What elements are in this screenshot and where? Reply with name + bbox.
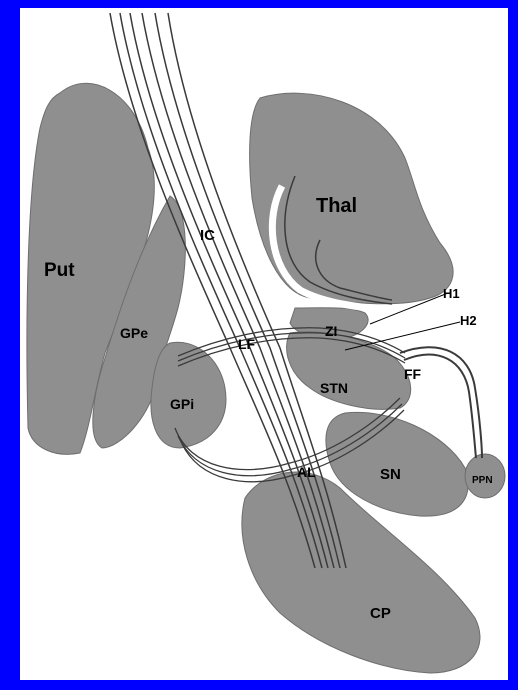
label-al: AL bbox=[297, 464, 316, 480]
label-sn: SN bbox=[380, 466, 401, 483]
label-cp: CP bbox=[370, 605, 391, 622]
diagram-canvas: Put GPe GPi IC Thal LF ZI STN FF H1 H2 A… bbox=[20, 8, 508, 680]
label-lf: LF bbox=[238, 336, 256, 352]
label-h2: H2 bbox=[460, 313, 477, 328]
label-stn: STN bbox=[320, 380, 348, 396]
label-zi: ZI bbox=[325, 323, 337, 339]
label-gpe: GPe bbox=[120, 325, 148, 341]
label-ff: FF bbox=[404, 366, 422, 382]
label-ic: IC bbox=[200, 227, 215, 244]
label-ppn: PPN bbox=[472, 475, 493, 486]
label-thal: Thal bbox=[316, 195, 357, 217]
label-gpi: GPi bbox=[170, 396, 194, 412]
basal-ganglia-diagram: Put GPe GPi IC Thal LF ZI STN FF H1 H2 A… bbox=[20, 8, 508, 680]
stn-shape bbox=[287, 332, 411, 410]
label-h1: H1 bbox=[443, 286, 460, 301]
label-put: Put bbox=[44, 260, 75, 281]
